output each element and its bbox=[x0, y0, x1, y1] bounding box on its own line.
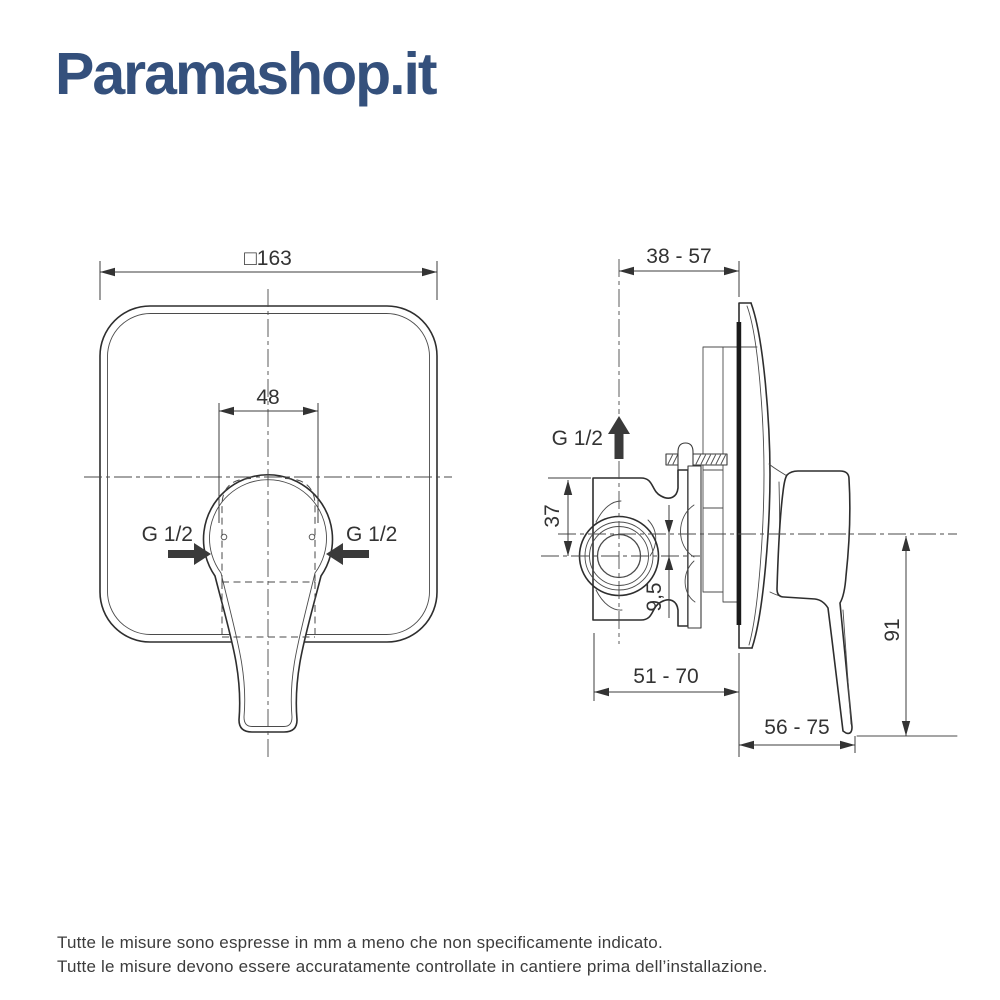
dim-cartridge-width: 48 bbox=[218, 386, 319, 523]
left-inlet-arrow-icon bbox=[168, 543, 211, 565]
screw-hole-right bbox=[308, 533, 316, 541]
dim-rough-in-label: 51 - 70 bbox=[633, 665, 698, 688]
wall-sleeve bbox=[702, 346, 758, 603]
front-view: □163 48 G 1/2 G 1/2 bbox=[84, 247, 452, 757]
side-view: 38 - 57 G 1/2 37 9,5 bbox=[541, 245, 958, 757]
dim-body-height: 37 bbox=[541, 477, 591, 556]
outlet-arrow-icon bbox=[608, 416, 630, 459]
wall-line-strip bbox=[736, 322, 742, 625]
dim-projection: 56 - 75 bbox=[739, 716, 856, 753]
handle-side-profile bbox=[768, 463, 853, 735]
right-inlet-arrow-icon bbox=[326, 543, 369, 565]
dim-depth-label: 38 - 57 bbox=[646, 245, 711, 268]
dim-cartridge-width-label: 48 bbox=[256, 386, 279, 409]
footer-note-line1: Tutte le misure sono espresse in mm a me… bbox=[57, 933, 663, 952]
dim-projection-label: 56 - 75 bbox=[764, 716, 829, 739]
dim-depth: 38 - 57 bbox=[619, 245, 740, 297]
handle-front-inner-line bbox=[209, 479, 327, 727]
hidden-cartridge-dashes bbox=[221, 478, 316, 638]
dim-lever-height-label: 91 bbox=[881, 618, 904, 641]
right-inlet-label: G 1/2 bbox=[346, 523, 397, 546]
cartridge-flange bbox=[687, 465, 702, 629]
outlet-label: G 1/2 bbox=[552, 427, 603, 450]
dim-axis-offset: 9,5 bbox=[643, 505, 674, 618]
body-detail-curves bbox=[595, 500, 696, 611]
footer-note-line2: Tutte le misure devono essere accuratame… bbox=[57, 957, 768, 976]
dim-plate-width-label: □163 bbox=[244, 247, 292, 270]
faceplate-side-profile bbox=[736, 302, 771, 649]
left-inlet-label: G 1/2 bbox=[142, 523, 193, 546]
dim-plate-width: □163 bbox=[99, 247, 438, 300]
paramashop-logo: Paramashop.it bbox=[55, 41, 438, 107]
screw-hole-left bbox=[220, 533, 228, 541]
dim-axis-offset-label: 9,5 bbox=[643, 582, 666, 611]
dim-lever-height: 91 bbox=[856, 536, 958, 737]
valve-body-outline bbox=[592, 469, 689, 627]
dim-rough-in: 51 - 70 bbox=[593, 633, 740, 757]
dim-body-height-label: 37 bbox=[541, 504, 564, 527]
footer-notes: Tutte le misure sono espresse in mm a me… bbox=[57, 931, 768, 979]
